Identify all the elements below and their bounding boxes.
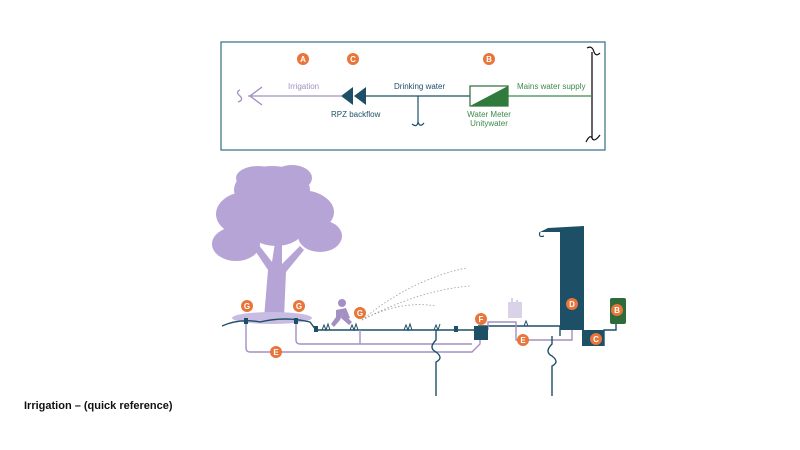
caption-title: Irrigation – (quick reference) bbox=[24, 400, 173, 412]
marker-f: F bbox=[475, 313, 487, 325]
svg-text:B: B bbox=[486, 55, 492, 64]
meter-label-line2: Unitywater bbox=[470, 119, 508, 128]
building-gutter bbox=[538, 231, 545, 238]
meter-label-line1: Water Meter bbox=[467, 110, 511, 119]
sprinkler-spray bbox=[361, 267, 471, 321]
child-figure bbox=[331, 299, 352, 327]
svg-text:F: F bbox=[479, 315, 484, 324]
marker-g-3: G bbox=[354, 307, 366, 319]
rpz-valve-left bbox=[341, 87, 353, 105]
drinking-label: Drinking water bbox=[394, 82, 445, 91]
sprinkler-heads bbox=[244, 318, 458, 332]
building-column bbox=[560, 230, 584, 330]
svg-text:D: D bbox=[569, 300, 575, 309]
marker-d: D bbox=[566, 298, 578, 310]
marker-b: B bbox=[483, 53, 495, 65]
scene: G G G E E F D C bbox=[212, 165, 626, 396]
mains-label: Mains water supply bbox=[517, 82, 585, 91]
irrigation-pipes bbox=[245, 317, 573, 353]
water-meter-fill bbox=[470, 86, 508, 106]
svg-text:G: G bbox=[296, 302, 302, 311]
controller-unit bbox=[508, 298, 522, 318]
drinking-tap-break bbox=[417, 121, 425, 126]
ground-line bbox=[221, 318, 478, 331]
marker-g-1: G bbox=[241, 300, 253, 312]
marker-e-2: E bbox=[517, 334, 529, 346]
svg-text:C: C bbox=[350, 55, 356, 64]
ground-line-right bbox=[478, 325, 561, 336]
svg-text:C: C bbox=[593, 335, 599, 344]
irrigation-label: Irrigation bbox=[288, 82, 319, 91]
supply-main-break-bottom bbox=[585, 134, 601, 143]
valve-box bbox=[474, 326, 488, 340]
marker-a: A bbox=[297, 53, 309, 65]
tree-illustration bbox=[212, 165, 342, 324]
supply-main-break-top bbox=[586, 46, 601, 56]
irrigation-break bbox=[236, 89, 243, 103]
rpz-valve-right bbox=[354, 87, 366, 105]
irrigation-arrow-head bbox=[248, 86, 263, 106]
grass-tufts bbox=[321, 319, 529, 332]
schematic-panel: A C B Irrigation Drinking water Mains wa… bbox=[220, 41, 606, 151]
marker-e-1: E bbox=[270, 346, 282, 358]
svg-text:E: E bbox=[520, 336, 526, 345]
marker-b-scene: B bbox=[611, 304, 623, 316]
svg-text:G: G bbox=[244, 302, 250, 311]
svg-text:A: A bbox=[300, 55, 306, 64]
svg-text:E: E bbox=[273, 348, 279, 357]
svg-text:G: G bbox=[357, 309, 363, 318]
marker-c-scene: C bbox=[590, 333, 602, 345]
svg-text:B: B bbox=[614, 306, 620, 315]
building-roof bbox=[540, 226, 584, 232]
marker-g-2: G bbox=[293, 300, 305, 312]
rpz-label: RPZ backflow bbox=[331, 110, 381, 119]
marker-c: C bbox=[347, 53, 359, 65]
